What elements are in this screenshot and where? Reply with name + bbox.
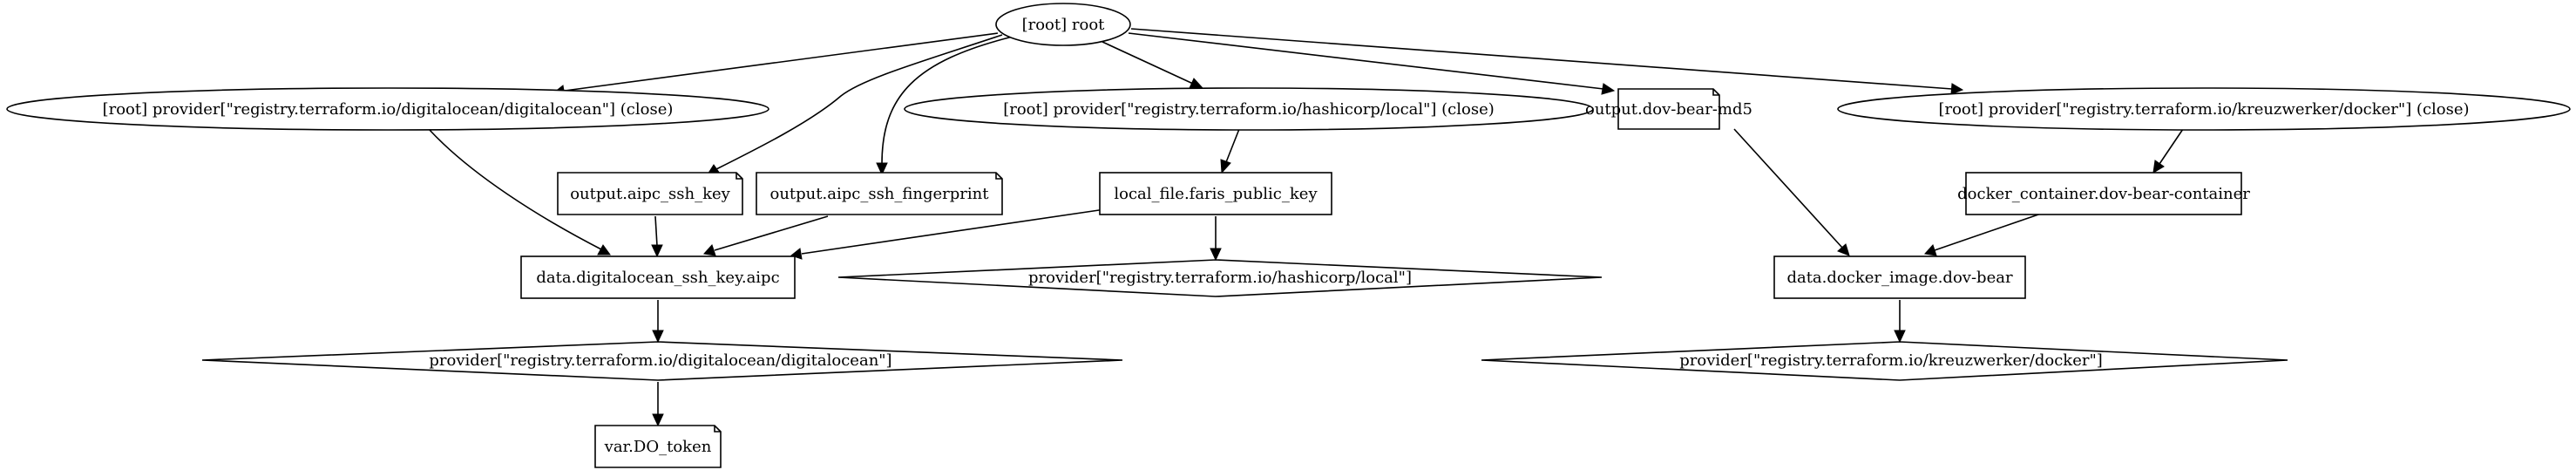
node-output-dov-bear-md5-label: output.dov-bear-md5: [1585, 100, 1752, 119]
arrowhead: [652, 413, 664, 427]
edge-output-fingerprint-to-data-ssh-key: [714, 215, 829, 251]
node-provider-local-close-shape: [904, 87, 1594, 131]
edge-local-file-to-data-ssh-key: [801, 208, 1106, 255]
node-root-label: [root] root: [1022, 16, 1106, 34]
edge-provider-docker-close-to-docker-container: [2159, 128, 2184, 165]
arrowhead: [1189, 78, 1204, 89]
node-docker-container-dov-bear[interactable]: docker_container.dov-bear-container: [1957, 172, 2250, 215]
node-data-digitalocean-ssh-key[interactable]: data.digitalocean_ssh_key.aipc: [520, 255, 796, 299]
edge-root-to-provider-docker-close: [1130, 28, 1953, 90]
edge-provider-digitalocean-close-to-data-ssh-key: [428, 128, 602, 250]
edge-root-to-output-dov-bear-md5: [1128, 32, 1604, 90]
node-var-do-token[interactable]: var.DO_token: [594, 425, 722, 468]
node-provider-docker-close[interactable]: [root] provider["registry.terraform.io/k…: [1837, 87, 2571, 131]
node-data-ssh-key-label: data.digitalocean_ssh_key.aipc: [536, 269, 779, 287]
node-provider-digitalocean-shape: [201, 341, 1123, 381]
node-local-file-faris-public-key[interactable]: local_file.faris_public_key: [1099, 172, 1332, 215]
arrowhead: [1601, 83, 1616, 95]
node-provider-digitalocean-close-label: [root] provider["registry.terraform.io/d…: [103, 100, 674, 119]
edge-provider-local-close-to-local-file: [1225, 128, 1240, 163]
node-provider-local-close[interactable]: [root] provider["registry.terraform.io/h…: [904, 87, 1594, 131]
arrowhead: [651, 244, 663, 258]
node-provider-digitalocean-label: provider["registry.terraform.io/digitalo…: [429, 351, 891, 370]
arrowhead: [1220, 159, 1231, 174]
edge-root-to-output-aipc-ssh-fingerprint: [881, 36, 1013, 165]
node-provider-local[interactable]: provider["registry.terraform.io/hashicor…: [837, 259, 1603, 297]
nodes-layer: [root] root [root] provider["registry.te…: [6, 3, 2571, 468]
node-provider-digitalocean[interactable]: provider["registry.terraform.io/digitalo…: [201, 341, 1123, 381]
node-data-docker-image-dov-bear[interactable]: data.docker_image.dov-bear: [1773, 255, 2026, 299]
node-provider-docker-shape: [1481, 341, 2288, 381]
edge-root-to-provider-digitalocean-close: [564, 32, 999, 92]
node-output-aipc-ssh-key-label: output.aipc_ssh_key: [570, 185, 730, 203]
node-provider-docker-close-label: [root] provider["registry.terraform.io/k…: [1938, 100, 2469, 119]
node-output-dov-bear-md5[interactable]: output.dov-bear-md5: [1585, 88, 1752, 130]
node-output-aipc-ssh-fingerprint[interactable]: output.aipc_ssh_fingerprint: [756, 172, 1003, 215]
node-data-ssh-key-shape: [520, 255, 796, 299]
node-output-aipc-ssh-fingerprint-label: output.aipc_ssh_fingerprint: [770, 185, 990, 203]
node-var-do-token-shape: [594, 425, 722, 468]
arrowhead: [703, 244, 716, 256]
arrowhead: [1950, 83, 1964, 95]
node-docker-container-shape: [1965, 172, 2242, 215]
arrowhead: [1210, 248, 1222, 262]
node-data-docker-image-label: data.docker_image.dov-bear: [1786, 269, 2013, 287]
node-var-do-token-label: var.DO_token: [604, 438, 712, 456]
arrowhead: [876, 162, 888, 176]
node-output-dov-bear-md5-shape: [1617, 88, 1720, 130]
arrowhead: [2152, 160, 2165, 174]
edge-output-aipc-ssh-key-to-data-ssh-key: [654, 215, 658, 247]
node-data-docker-image-shape: [1773, 255, 2026, 299]
edge-root-to-output-aipc-ssh-key: [715, 34, 1003, 170]
node-root[interactable]: [root] root: [995, 3, 1131, 46]
node-local-file-shape: [1099, 172, 1332, 215]
node-provider-docker-close-shape: [1837, 87, 2571, 131]
node-provider-local-close-label: [root] provider["registry.terraform.io/h…: [1003, 100, 1495, 119]
edge-root-to-provider-local-close: [1102, 41, 1194, 85]
node-output-aipc-ssh-key-shape: [557, 172, 743, 215]
arrowhead: [1894, 330, 1906, 344]
edge-output-md5-to-data-docker-image: [1733, 128, 1843, 249]
node-root-shape: [995, 3, 1131, 46]
edge-docker-container-to-data-docker-image: [1934, 212, 2044, 251]
node-provider-docker-label: provider["registry.terraform.io/kreuzwer…: [1679, 351, 2103, 370]
arrowhead: [597, 244, 611, 255]
node-provider-digitalocean-close[interactable]: [root] provider["registry.terraform.io/d…: [6, 87, 769, 131]
node-provider-local-label: provider["registry.terraform.io/hashicor…: [1028, 269, 1412, 287]
arrowhead: [1924, 244, 1937, 256]
node-docker-container-label: docker_container.dov-bear-container: [1957, 185, 2250, 203]
arrowhead: [1837, 243, 1850, 256]
arrowhead: [652, 330, 664, 344]
node-local-file-label: local_file.faris_public_key: [1114, 185, 1318, 203]
node-provider-local-shape: [837, 259, 1603, 297]
node-provider-digitalocean-close-shape: [6, 87, 769, 131]
node-provider-docker[interactable]: provider["registry.terraform.io/kreuzwer…: [1481, 341, 2288, 381]
node-output-aipc-ssh-key[interactable]: output.aipc_ssh_key: [557, 172, 743, 215]
node-output-aipc-ssh-fingerprint-shape: [756, 172, 1003, 215]
